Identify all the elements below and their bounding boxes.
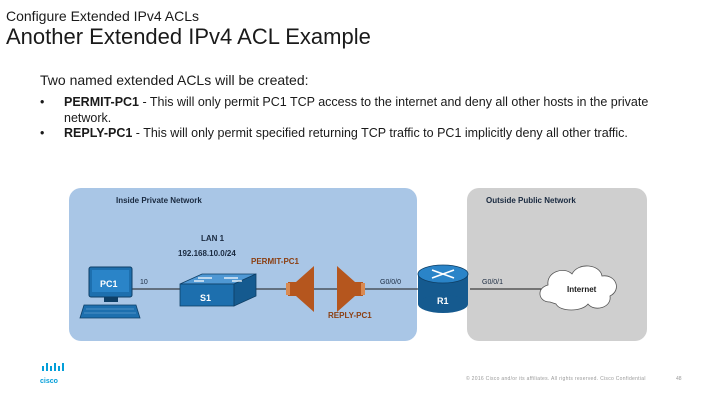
page-number: 48 (676, 376, 682, 382)
r1-label: R1 (437, 296, 449, 306)
reply-acl-inbound-icon (337, 266, 365, 312)
bullet-description: - This will only permit PC1 TCP access t… (64, 95, 649, 125)
s1-label: S1 (200, 293, 211, 303)
permit-acl-outbound-icon (286, 266, 314, 312)
acl-bullet-list: • PERMIT-PC1 - This will only permit PC1… (40, 95, 690, 142)
bullet-acl-name: PERMIT-PC1 (64, 95, 140, 109)
inside-network-label: Inside Private Network (116, 196, 202, 205)
cisco-logo: cisco (40, 363, 64, 385)
pc1-port-label: 10 (140, 279, 148, 286)
r1-router-icon (417, 264, 469, 313)
bullet-description: - This will only permit specified return… (132, 126, 628, 140)
bullet-acl-name: REPLY-PC1 (64, 126, 133, 140)
pc1-label: PC1 (100, 279, 118, 289)
svg-text:cisco: cisco (40, 378, 58, 385)
outside-network-zone (467, 188, 647, 341)
intro-text: Two named extended ACLs will be created: (40, 72, 309, 88)
inside-network-zone (69, 188, 417, 341)
permit-acl-label: PERMIT-PC1 (251, 257, 300, 266)
lan-label: LAN 1 (201, 234, 225, 243)
bullet-marker: • (40, 95, 45, 109)
slide-title: Another Extended IPv4 ACL Example (6, 24, 371, 49)
s1-switch-icon (179, 273, 257, 307)
r1-outside-port-label: G0/0/1 (482, 279, 503, 286)
copyright-notice: © 2016 Cisco and/or its affiliates. All … (466, 376, 646, 382)
reply-acl-label: REPLY-PC1 (328, 311, 372, 320)
slide-subtitle: Configure Extended IPv4 ACLs (6, 8, 200, 24)
pc1-computer-icon (79, 266, 141, 319)
outside-network-label: Outside Public Network (486, 196, 576, 205)
bullet-reply-pc1: • REPLY-PC1 - This will only permit spec… (40, 126, 690, 142)
internet-label: Internet (567, 285, 597, 294)
internet-cloud-icon (539, 265, 617, 311)
lan-subnet-label: 192.168.10.0/24 (178, 249, 236, 258)
bullet-marker: • (40, 126, 45, 140)
r1-inside-port-label: G0/0/0 (380, 279, 401, 286)
bullet-permit-pc1: • PERMIT-PC1 - This will only permit PC1… (40, 95, 690, 126)
